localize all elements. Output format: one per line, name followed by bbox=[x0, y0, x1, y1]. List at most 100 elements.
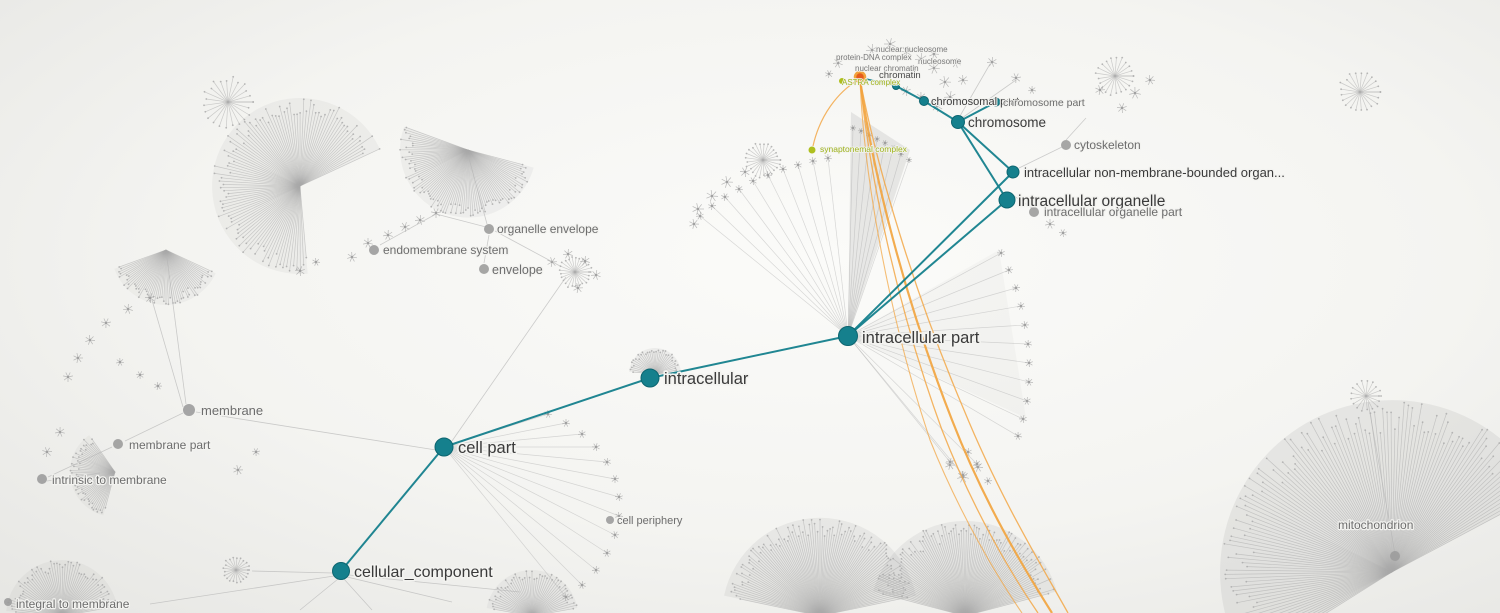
fan-cluster bbox=[558, 256, 593, 288]
highlighted-edge-orange bbox=[859, 78, 1023, 613]
node-membrane_part[interactable] bbox=[113, 439, 123, 449]
leaf-node-burst bbox=[779, 165, 787, 173]
selected_node_orange[interactable] bbox=[853, 70, 867, 84]
leaf-node-burst bbox=[591, 565, 600, 574]
selected-path-edge bbox=[443, 377, 651, 448]
leaf-node-burst bbox=[562, 248, 573, 259]
leaf-node-burst bbox=[984, 477, 993, 486]
node-chromatin_node[interactable] bbox=[892, 82, 900, 90]
node-chromosome_part[interactable] bbox=[991, 97, 1001, 107]
graph-edge bbox=[348, 574, 521, 593]
node-intracellular_non_membrane_bounded_organelle[interactable] bbox=[1006, 165, 1020, 179]
fan-cluster bbox=[629, 347, 681, 375]
label-protein_dna_complex[interactable]: protein-DNA complex bbox=[835, 52, 912, 63]
leaf-node-burst bbox=[116, 357, 124, 366]
leaf-node-burst bbox=[573, 283, 584, 293]
leaf-node-burst bbox=[850, 125, 857, 131]
node-chromosome[interactable] bbox=[951, 115, 965, 129]
leaf-node-burst bbox=[748, 177, 757, 186]
node-intracellular_organelle_part[interactable] bbox=[1029, 207, 1039, 217]
leaf-node-burst bbox=[706, 190, 719, 202]
node-organelle_envelope[interactable] bbox=[484, 224, 494, 234]
graph-edge bbox=[961, 79, 1017, 119]
leaf-node-burst bbox=[312, 257, 321, 266]
leaf-node-burst bbox=[591, 443, 600, 451]
label-cell_part[interactable]: cell part bbox=[456, 437, 517, 458]
label-membrane[interactable]: membrane bbox=[200, 402, 265, 420]
node-cytoskeleton[interactable] bbox=[1061, 140, 1071, 150]
node-integral_to_membrane[interactable] bbox=[4, 598, 12, 606]
label-chromatin[interactable]: chromatin bbox=[878, 69, 922, 82]
leaf-node-burst bbox=[721, 193, 730, 201]
label-chromosomal_part[interactable]: chromosomal part bbox=[930, 95, 1020, 109]
graph-edge bbox=[435, 213, 487, 228]
node-envelope[interactable] bbox=[479, 264, 489, 274]
label-cellular_component[interactable]: cellular_component bbox=[352, 562, 495, 582]
selected-path-edge bbox=[895, 85, 925, 102]
leaf-node-burst bbox=[1145, 75, 1156, 85]
fan-cluster bbox=[114, 249, 216, 306]
label-cytoskeleton[interactable]: cytoskeleton bbox=[1073, 137, 1142, 153]
node-intrinsic_to_membrane[interactable] bbox=[37, 474, 47, 484]
leaf-node-burst bbox=[1024, 339, 1032, 348]
node-endomembrane_system[interactable] bbox=[369, 245, 379, 255]
leaf-node-burst bbox=[899, 46, 912, 59]
label-intracellular_non_membrane_bounded_organelle[interactable]: intracellular non-membrane-bounded organ… bbox=[1023, 164, 1286, 182]
label-chromosome[interactable]: chromosome bbox=[967, 114, 1048, 132]
green_node_astra[interactable] bbox=[839, 78, 845, 84]
fan-cluster bbox=[744, 142, 782, 179]
leaf-node-burst bbox=[739, 167, 750, 178]
label-synaptonemal_complex[interactable]: synaptonemal complex bbox=[819, 143, 908, 155]
fan-cluster bbox=[1094, 56, 1135, 96]
leaf-node-burst bbox=[611, 531, 620, 539]
label-astra_complex[interactable]: ASTRA complex bbox=[841, 77, 901, 88]
label-intracellular_part[interactable]: intracellular part bbox=[860, 327, 981, 348]
leaf-node-burst bbox=[123, 303, 133, 314]
leaf-node-burst bbox=[905, 157, 912, 164]
term-nodes bbox=[4, 70, 1400, 606]
node-intracellular_part[interactable] bbox=[838, 326, 858, 346]
leaf-node-burst bbox=[986, 56, 997, 67]
fan-cluster bbox=[222, 556, 251, 584]
selected-path-edge bbox=[957, 101, 997, 123]
node-cell_periphery[interactable] bbox=[606, 516, 614, 524]
label-envelope[interactable]: envelope bbox=[491, 262, 544, 279]
leaf-node-burst bbox=[689, 219, 700, 229]
leaf-node-burst bbox=[764, 170, 773, 179]
label-membrane_part[interactable]: membrane part bbox=[128, 437, 212, 453]
node-mitochondrion[interactable] bbox=[1390, 551, 1400, 561]
label-mitochondrion[interactable]: mitochondrion bbox=[1337, 517, 1415, 533]
label-nucleosome[interactable]: nucleosome bbox=[917, 56, 962, 67]
node-chromosomal_part[interactable] bbox=[919, 96, 929, 106]
label-intracellular[interactable]: intracellular bbox=[662, 368, 750, 389]
green_node_synaptonemal[interactable] bbox=[808, 146, 816, 154]
leaf-node-burst bbox=[1045, 219, 1055, 229]
highlighted-edge-orange bbox=[859, 78, 1039, 613]
label-nuclear_chromatin[interactable]: nuclear chromatin bbox=[854, 63, 919, 74]
graph-edge bbox=[483, 234, 490, 264]
leaf-node-burst bbox=[614, 493, 623, 502]
label-intracellular_organelle_part[interactable]: intracellular organelle part bbox=[1043, 204, 1184, 220]
label-cell_periphery[interactable]: cell periphery bbox=[616, 514, 684, 528]
label-endomembrane_system[interactable]: endomembrane system bbox=[382, 242, 510, 258]
label-integral_to_membrane[interactable]: integral to membrane bbox=[15, 596, 131, 612]
node-intracellular_organelle[interactable] bbox=[998, 191, 1016, 209]
node-intracellular[interactable] bbox=[640, 368, 660, 388]
graph-edge bbox=[379, 213, 437, 246]
node-cellular_component[interactable] bbox=[332, 562, 350, 580]
node-membrane[interactable] bbox=[183, 404, 195, 416]
graph-edge bbox=[251, 570, 334, 574]
node-cell_part[interactable] bbox=[434, 437, 454, 457]
leaf-node-burst bbox=[399, 222, 410, 232]
label-intrinsic_to_membrane[interactable]: intrinsic to membrane bbox=[51, 472, 168, 488]
leaf-node-burst bbox=[809, 157, 818, 165]
highlighted-edge-orange bbox=[858, 78, 1053, 613]
leaf-node-burst bbox=[1129, 86, 1141, 99]
leaf-node-burst bbox=[1025, 377, 1034, 386]
label-organelle_envelope[interactable]: organelle envelope bbox=[496, 221, 600, 237]
label-intracellular_organelle[interactable]: intracellular organelle bbox=[1016, 191, 1166, 211]
leaf-node-burst bbox=[950, 58, 961, 68]
label-chromosome_part[interactable]: chromosome part bbox=[1002, 96, 1086, 110]
label-nuclear_nucleosome[interactable]: nuclear nucleosome bbox=[875, 44, 949, 55]
